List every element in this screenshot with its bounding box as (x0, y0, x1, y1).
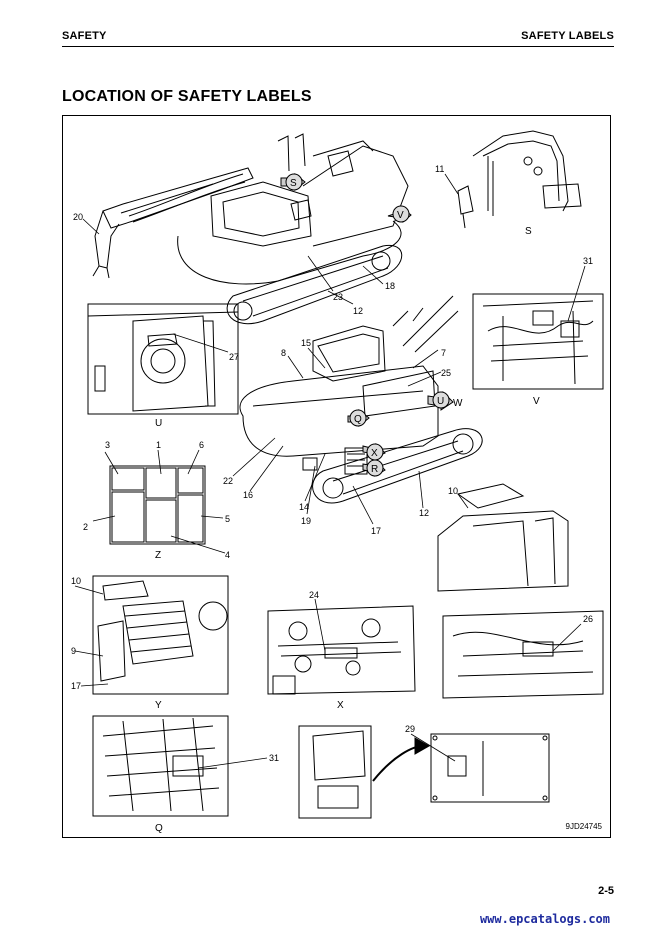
label-panel-29 (430, 733, 550, 803)
caption-view-s: S (525, 226, 532, 237)
arrow-label-r: R (371, 464, 378, 475)
arrow-label-u: U (437, 396, 444, 407)
callout-17-mid: 17 (371, 526, 381, 536)
callout-19: 19 (301, 516, 311, 526)
page-title: LOCATION OF SAFETY LABELS (62, 88, 312, 105)
arrow-label-v: V (397, 210, 404, 221)
arrow-label-w: W (453, 398, 463, 409)
callout-15: 15 (301, 338, 311, 348)
callout-7: 7 (441, 348, 446, 358)
callout-22: 22 (223, 476, 233, 486)
caption-view-q: Q (155, 823, 163, 834)
callout-4: 4 (225, 550, 230, 560)
callout-29: 29 (405, 724, 415, 734)
callout-25: 25 (441, 368, 451, 378)
page-number: 2-5 (598, 885, 614, 897)
arrow-label-q: Q (354, 414, 362, 425)
callout-1: 1 (156, 440, 161, 450)
header-chapter: SAFETY LABELS (521, 30, 614, 42)
header-section: SAFETY (62, 30, 107, 42)
callout-8: 8 (281, 348, 286, 358)
view-v-drawing (472, 293, 604, 390)
caption-view-v: V (533, 396, 540, 407)
watermark: www.epcatalogs.com (479, 912, 610, 926)
callout-11: 11 (435, 164, 444, 174)
view-y-drawing (92, 575, 229, 695)
callout-12-top: 12 (353, 306, 363, 316)
callout-27: 27 (229, 352, 239, 362)
callout-16: 16 (243, 490, 253, 500)
callout-3: 3 (105, 440, 110, 450)
caption-view-y: Y (155, 700, 162, 711)
arrow-label-x: X (371, 448, 378, 459)
view-s-drawing (457, 130, 582, 229)
excavator-top-view (92, 133, 409, 325)
leader-lines (74, 173, 586, 769)
callout-9: 9 (71, 646, 76, 656)
labels-illustration: 20 23 18 12 11 31 27 15 8 7 25 22 16 14 … (71, 130, 604, 834)
callout-31-q: 31 (269, 753, 279, 763)
view-26-drawing (442, 610, 604, 699)
figure-code: 9JD24745 (565, 822, 602, 831)
figure-frame: 20 23 18 12 11 31 27 15 8 7 25 22 16 14 … (62, 115, 611, 838)
callout-17-y: 17 (71, 681, 81, 691)
callout-23: 23 (333, 292, 343, 302)
caption-view-z: Z (155, 550, 161, 561)
callout-18: 18 (385, 281, 395, 291)
arrow-label-s: S (290, 178, 297, 189)
caption-view-x: X (337, 700, 344, 711)
callout-12-mid: 12 (419, 508, 429, 518)
callout-26: 26 (583, 614, 593, 624)
view-q-drawing (92, 715, 229, 817)
callout-2: 2 (83, 522, 88, 532)
callout-5: 5 (225, 514, 230, 524)
cab-drawing (437, 483, 569, 592)
callout-10-y: 10 (71, 576, 81, 586)
callout-24: 24 (309, 590, 319, 600)
callout-14: 14 (299, 502, 309, 512)
caption-view-u: U (155, 418, 162, 429)
view-u-drawing (87, 303, 239, 415)
view-x-drawing (267, 605, 416, 695)
callout-20: 20 (73, 212, 83, 222)
panel-drawing (298, 725, 372, 819)
callout-31-v: 31 (583, 256, 593, 266)
view-z-diagram (109, 465, 206, 545)
header-rule (62, 46, 614, 47)
callout-6: 6 (199, 440, 204, 450)
excavator-middle-view (239, 295, 483, 504)
callout-10-cab: 10 (448, 486, 458, 496)
